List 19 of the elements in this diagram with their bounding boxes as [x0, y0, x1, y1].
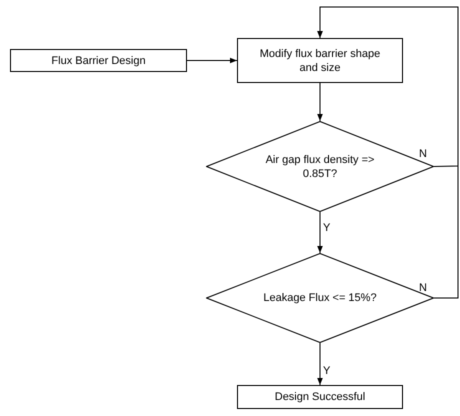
process-box: [237, 385, 403, 409]
node-text: Air gap flux density => 0.85T?: [264, 152, 376, 180]
edge-label: Y: [322, 365, 332, 377]
process-box: [237, 38, 403, 83]
arrow: [186, 58, 238, 64]
node-text: Modify flux barrier shape and size: [258, 46, 382, 74]
node-text: Leakage Flux <= 15%?: [263, 291, 377, 305]
edge-label: N: [418, 282, 428, 294]
edge-label: N: [418, 148, 428, 160]
arrow: [317, 212, 323, 254]
process-box: [10, 49, 187, 72]
decision-diamond: [206, 121, 434, 212]
node-text: Flux Barrier Design: [51, 54, 146, 68]
arrow: [317, 6, 458, 298]
decision-diamond: [206, 253, 434, 343]
edge-label: Y: [322, 222, 332, 234]
node-text: Design Successful: [274, 390, 366, 404]
arrow: [317, 342, 323, 386]
arrow: [317, 82, 323, 122]
